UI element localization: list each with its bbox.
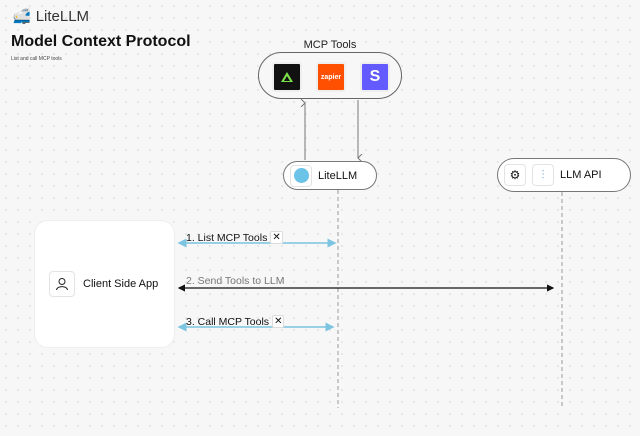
zapier-icon[interactable]: zapier (316, 62, 346, 92)
tools-icon: ✕ (270, 231, 283, 244)
step3-label: 3. Call MCP Tools✕ (186, 315, 285, 328)
step2-label: 2. Send Tools to LLM (186, 275, 285, 287)
tool-a-icon[interactable] (272, 62, 302, 92)
llm-provider-icon: ⫶ (532, 164, 554, 186)
user-icon (49, 271, 75, 297)
stripe-icon[interactable]: S (360, 62, 390, 92)
llm-api-node[interactable]: ⚙ ⫶ LLM API (497, 158, 631, 192)
client-side-app[interactable]: Client Side App (34, 220, 175, 348)
llm-api-label: LLM API (560, 169, 602, 181)
brand-logo: 🚅LiteLLM (12, 7, 90, 26)
client-label: Client Side App (83, 278, 159, 290)
litellm-node-label: LiteLLM (318, 169, 358, 182)
train-icon: 🚅 (12, 8, 31, 25)
tools-icon: ✕ (272, 315, 285, 328)
litellm-node[interactable]: LiteLLM (283, 161, 377, 190)
page-subtitle: List and call MCP tools (11, 56, 62, 62)
mcp-tools-label: MCP Tools (303, 39, 357, 51)
litellm-logo-icon (290, 164, 312, 187)
openai-icon: ⚙ (504, 164, 526, 186)
brand-name: LiteLLM (35, 7, 90, 25)
page-title: Model Context Protocol (11, 33, 191, 50)
step1-label: 1. List MCP Tools✕ (186, 231, 283, 244)
